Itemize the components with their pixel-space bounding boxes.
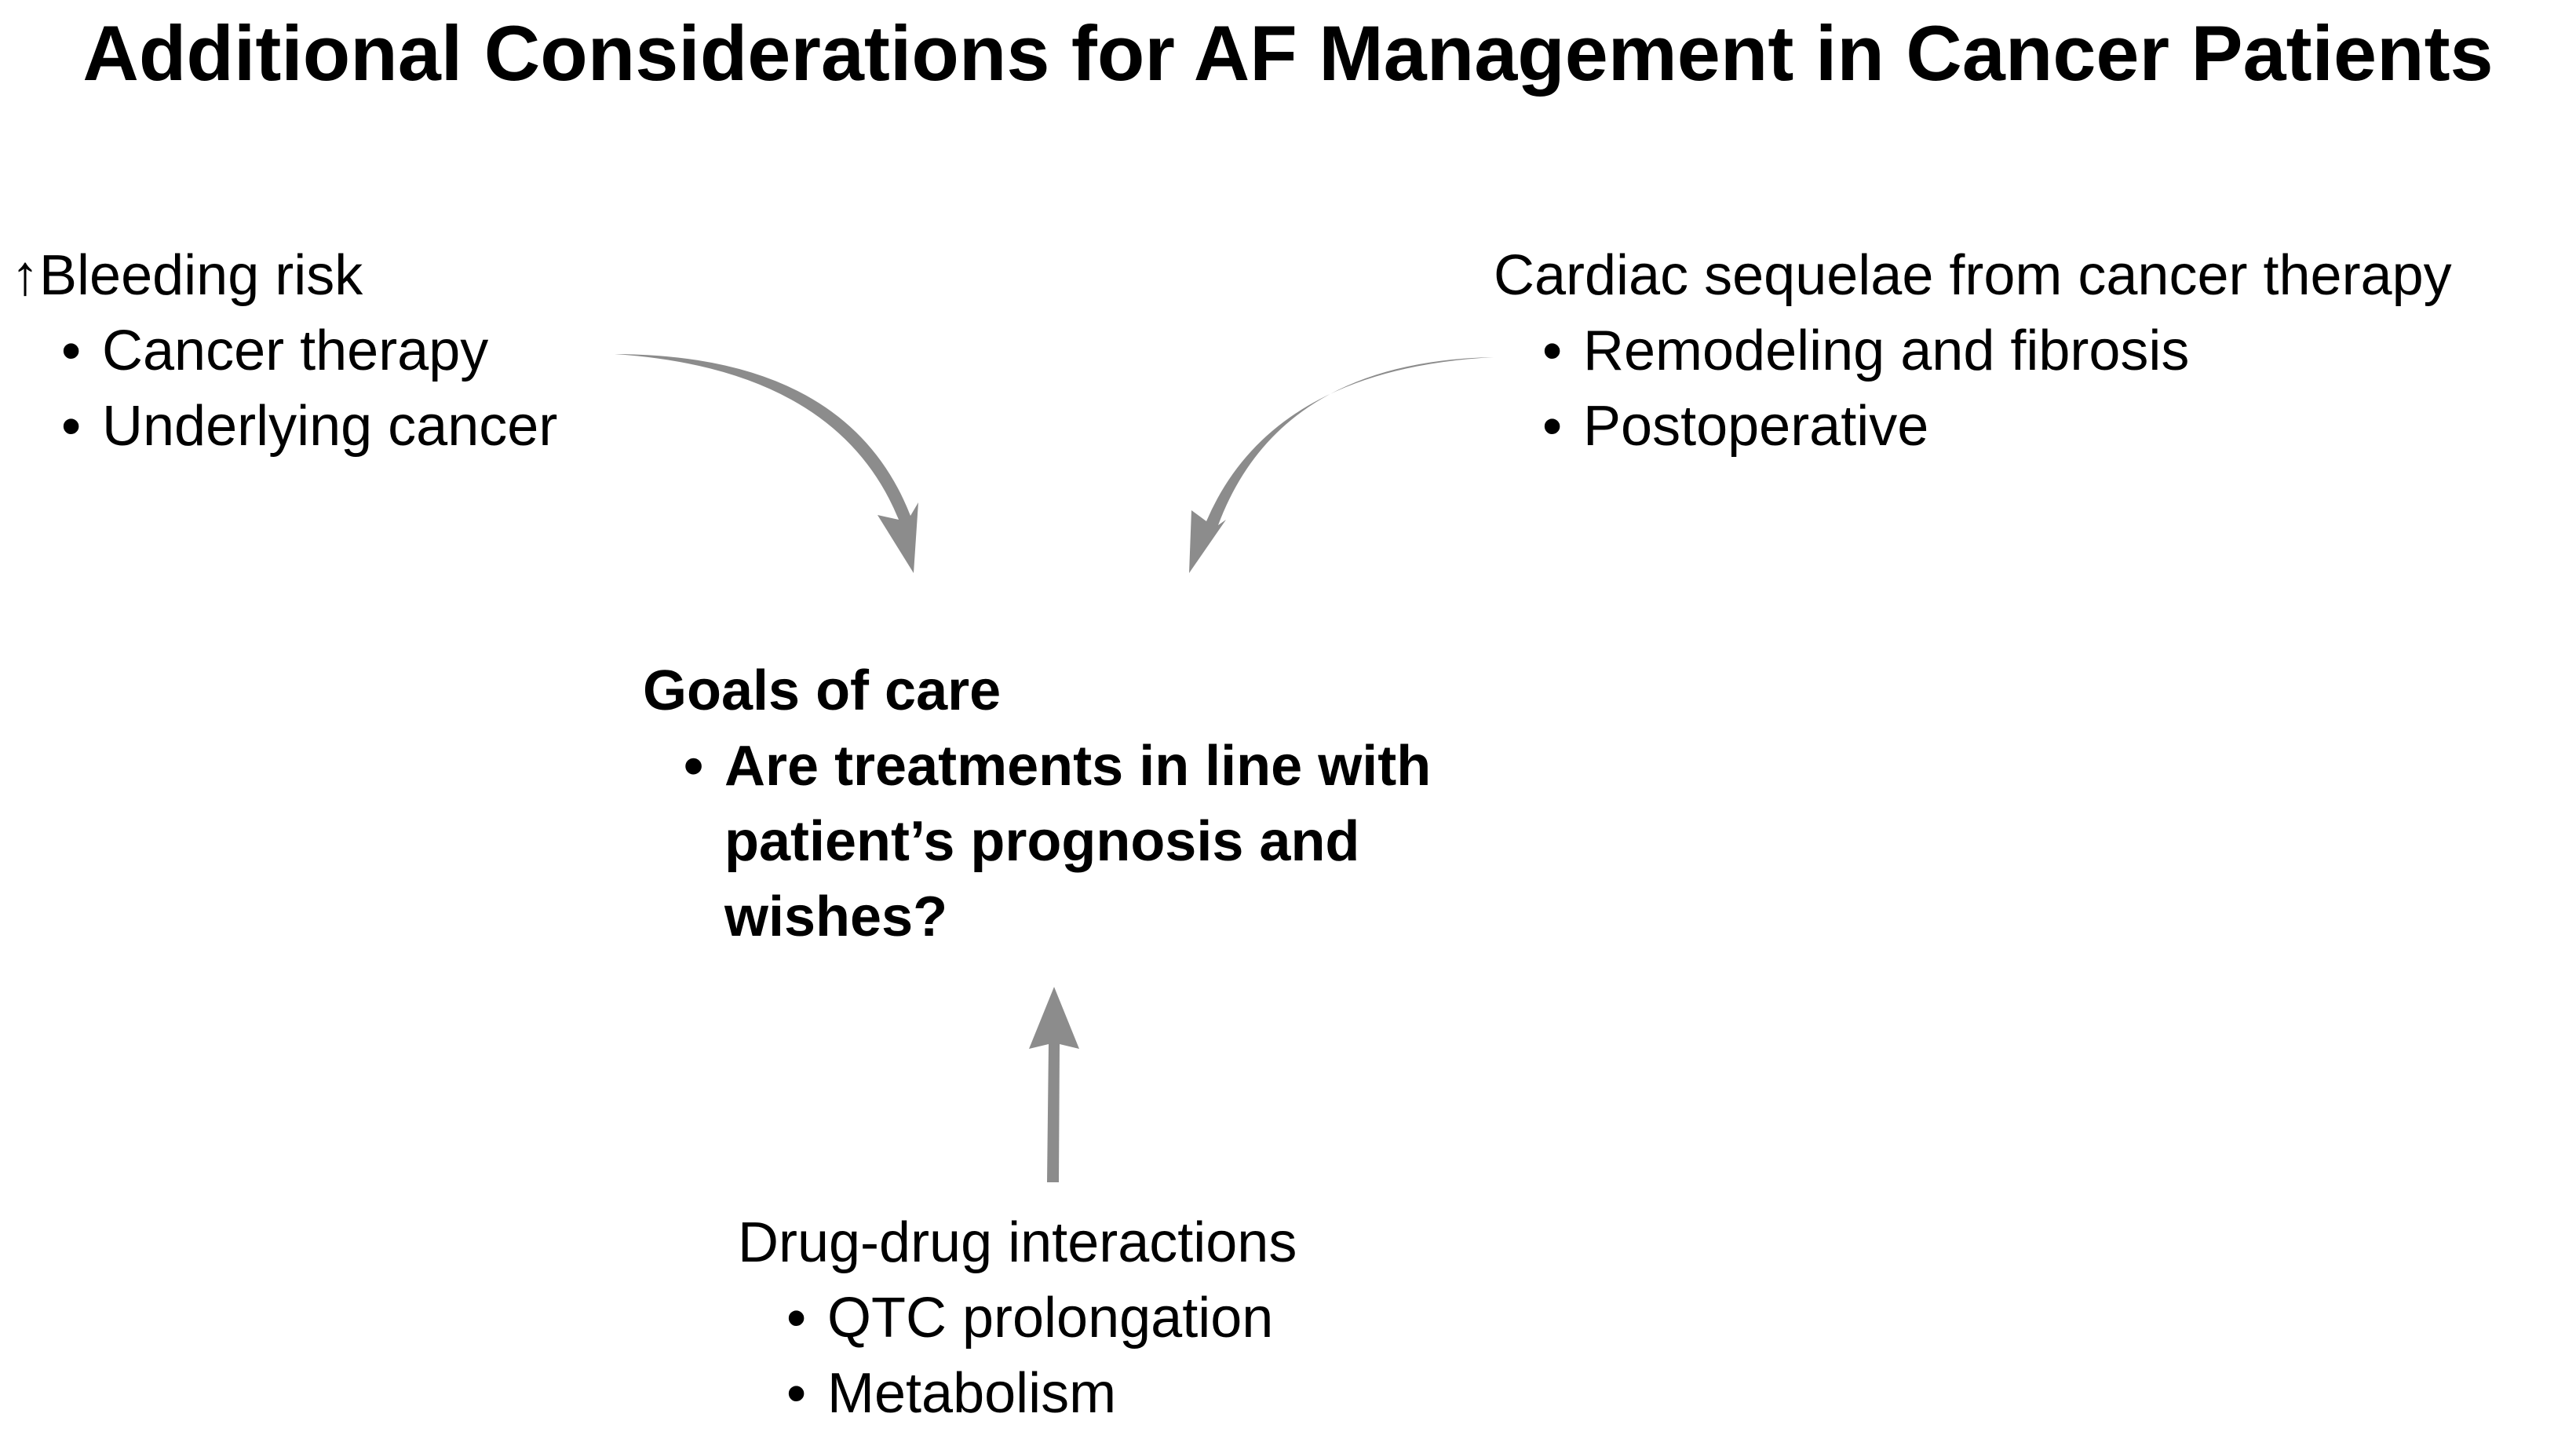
goals-of-care-heading: Goals of care	[643, 659, 1002, 722]
drug-interactions-list: QTC prolongation Metabolism	[786, 1280, 1297, 1431]
curved-arrow-right-icon	[1189, 357, 1494, 573]
goals-of-care-list: Are treatments in line with patient’s pr…	[684, 729, 1478, 955]
goals-of-care-item: Are treatments in line with patient’s pr…	[684, 729, 1478, 955]
cardiac-sequelae-list: Remodeling and fibrosis Postoperative	[1542, 313, 2452, 464]
curved-arrow-left-icon	[615, 354, 918, 573]
drug-interactions-block: Drug-drug interactions QTC prolongation …	[738, 1205, 1297, 1431]
drug-interactions-heading: Drug-drug interactions	[738, 1211, 1297, 1274]
bleeding-risk-heading: ↑Bleeding risk	[11, 244, 363, 307]
cardiac-sequelae-heading: Cardiac sequelae from cancer therapy	[1494, 244, 2452, 307]
cardiac-sequelae-item: Remodeling and fibrosis	[1542, 313, 2452, 389]
goals-of-care-block: Goals of care Are treatments in line wit…	[643, 653, 1478, 955]
cardiac-sequelae-item: Postoperative	[1542, 389, 2452, 464]
bleeding-risk-block: ↑Bleeding risk Cancer therapy Underlying…	[11, 238, 557, 464]
drug-interactions-item: Metabolism	[786, 1356, 1297, 1431]
up-arrow-icon	[1029, 987, 1079, 1182]
bleeding-risk-item: Underlying cancer	[61, 389, 557, 464]
drug-interactions-item: QTC prolongation	[786, 1280, 1297, 1356]
cardiac-sequelae-block: Cardiac sequelae from cancer therapy Rem…	[1494, 238, 2452, 464]
page-title: Additional Considerations for AF Managem…	[82, 9, 2494, 97]
bleeding-risk-list: Cancer therapy Underlying cancer	[61, 313, 557, 464]
bleeding-risk-item: Cancer therapy	[61, 313, 557, 389]
